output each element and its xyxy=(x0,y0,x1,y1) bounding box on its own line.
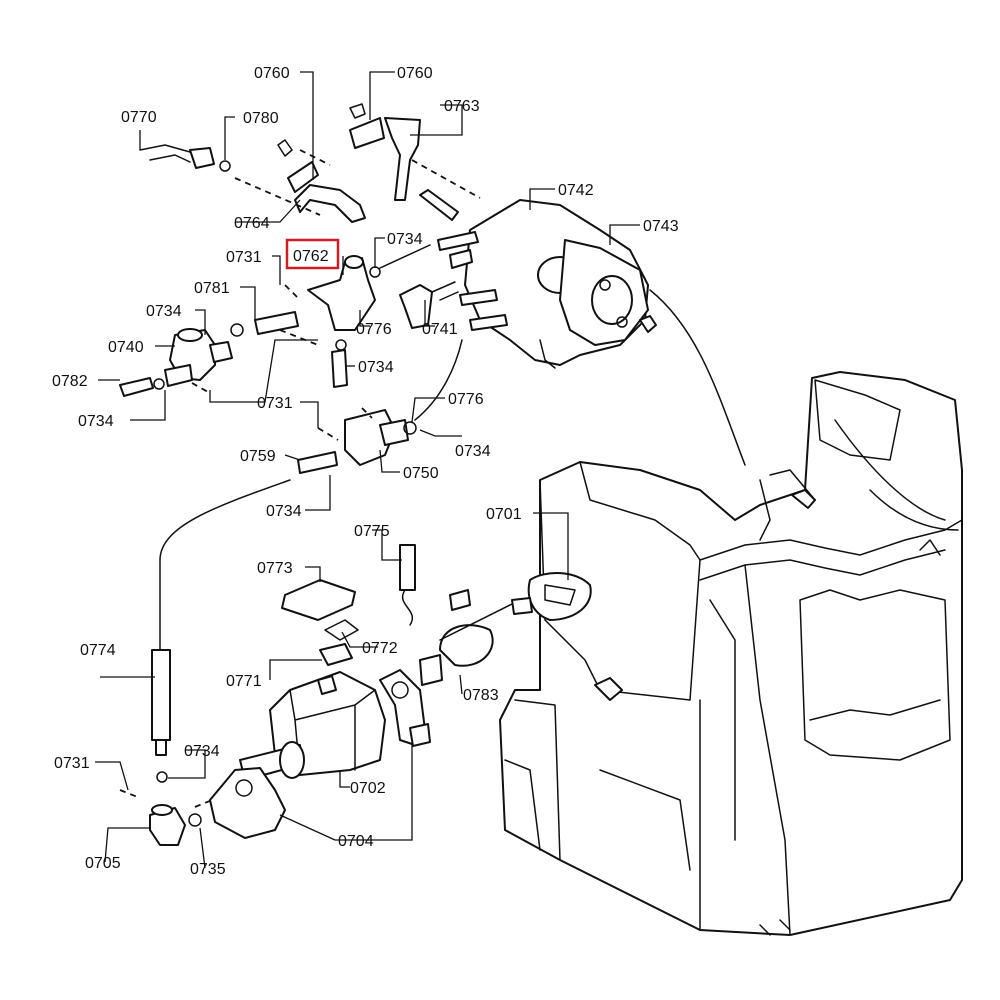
label-0734-c: 0734 xyxy=(358,359,394,376)
boiler-assembly xyxy=(399,199,657,369)
label-0759: 0759 xyxy=(240,448,276,465)
label-0776-a: 0776 xyxy=(356,321,392,338)
label-0780: 0780 xyxy=(243,110,279,127)
label-0762: 0762 xyxy=(293,248,329,265)
highlight-box-0762 xyxy=(285,238,340,270)
label-0764: 0764 xyxy=(234,215,270,232)
label-0734-a: 0734 xyxy=(387,231,423,248)
pump-assembly xyxy=(119,544,592,846)
label-0704: 0704 xyxy=(338,833,374,850)
label-0760-b: 0760 xyxy=(397,65,433,82)
label-0771: 0771 xyxy=(226,673,262,690)
label-0740: 0740 xyxy=(108,339,144,356)
label-0781: 0781 xyxy=(194,280,230,297)
label-0734-d: 0734 xyxy=(78,413,114,430)
label-0735: 0735 xyxy=(190,861,226,878)
top-switch-parts xyxy=(139,103,481,223)
label-0774: 0774 xyxy=(80,642,116,659)
label-0772: 0772 xyxy=(362,640,398,657)
hose-lines xyxy=(159,289,746,651)
label-0743: 0743 xyxy=(643,218,679,235)
label-0782: 0782 xyxy=(52,373,88,390)
label-0734-e: 0734 xyxy=(455,443,491,460)
label-0776-b: 0776 xyxy=(448,391,484,408)
label-0731-b: 0731 xyxy=(257,395,293,412)
label-0734-b: 0734 xyxy=(146,303,182,320)
machine-housing xyxy=(499,371,963,936)
label-0701: 0701 xyxy=(486,506,522,523)
label-0770: 0770 xyxy=(121,109,157,126)
label-0731-a: 0731 xyxy=(226,249,262,266)
label-0734-f: 0734 xyxy=(266,503,302,520)
label-0705: 0705 xyxy=(85,855,121,872)
label-0741: 0741 xyxy=(422,321,458,338)
label-0702: 0702 xyxy=(350,780,386,797)
label-0773: 0773 xyxy=(257,560,293,577)
label-0742: 0742 xyxy=(558,182,594,199)
label-0750: 0750 xyxy=(403,465,439,482)
label-0783: 0783 xyxy=(463,687,499,704)
label-0731-c: 0731 xyxy=(54,755,90,772)
label-0763: 0763 xyxy=(444,98,480,115)
part-labels: 0760 0760 0763 0770 0780 0764 0742 0743 … xyxy=(52,65,679,878)
valve-fittings xyxy=(119,244,431,474)
label-0734-g: 0734 xyxy=(184,743,220,760)
label-0775: 0775 xyxy=(354,523,390,540)
leader-lines xyxy=(95,71,640,869)
label-0760-a: 0760 xyxy=(254,65,290,82)
